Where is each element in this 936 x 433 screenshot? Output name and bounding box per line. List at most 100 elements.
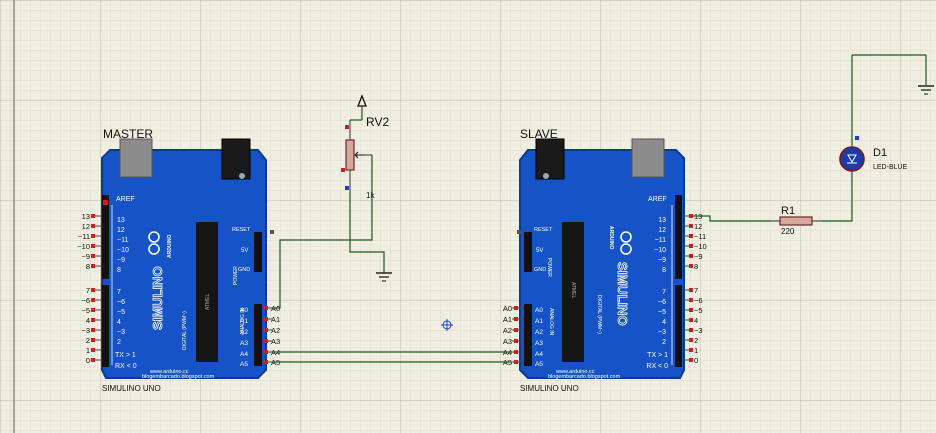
master-pin-12: 12 12	[82, 222, 125, 234]
pin-board-label: ~5	[117, 309, 125, 316]
pot-pin-top	[345, 125, 349, 129]
pin-label: A0	[503, 304, 512, 313]
master-pin-1: 1TX > 1	[86, 346, 136, 359]
resistor-r1[interactable]: R1 220	[770, 205, 822, 236]
pin-board-label: 12	[117, 227, 125, 234]
slave-power-label: POWER	[546, 258, 552, 277]
slave-url1: www.arduino.cc	[555, 369, 595, 375]
pin-label: A2	[271, 326, 280, 335]
pin-label: ~11	[694, 232, 706, 241]
slave-chip-marking: ATMEL	[570, 282, 576, 299]
pin-board-label: A2	[535, 329, 543, 336]
master-brand: SIMULINO	[150, 266, 165, 330]
slave-pcb	[519, 149, 685, 379]
pin-board-label: A0	[240, 307, 248, 314]
pot-name: RV2	[366, 115, 389, 129]
slave-power-jack	[535, 138, 565, 180]
slave-pin-3: ~3~3	[658, 326, 703, 336]
slave-board[interactable]: SLAVE AREF ARDUINO SIMULINO DIGITAL (PWM…	[503, 127, 707, 393]
master-title: MASTER	[103, 127, 153, 141]
pot-pin-blue	[345, 186, 349, 190]
pin-board-label: A3	[240, 340, 248, 347]
master-chip-marking: ATMEL	[205, 293, 211, 310]
pin-board-label: TX > 1	[647, 352, 668, 359]
pot-value: 1k	[366, 191, 375, 200]
pin-board-label: A4	[240, 351, 248, 358]
slave-5v-label: 5V	[536, 248, 543, 254]
pin-board-label: ~9	[117, 257, 125, 264]
pin-board-label: ~6	[658, 299, 666, 306]
svg-text:1: 1	[694, 346, 698, 355]
master-board[interactable]: MASTER AREF ARDUINO SIMULINO DIGITAL (PW…	[77, 127, 280, 393]
master-arduino-logo: ARDUINO	[148, 231, 173, 258]
slave-arduino-logo: ARDUINO	[608, 226, 632, 255]
potentiometer-rv2[interactable]: RV2 1k	[341, 94, 389, 200]
pin-label: 4	[86, 316, 90, 325]
pin-label: 2	[86, 336, 90, 345]
slave-reset-pin	[517, 230, 521, 234]
pin-label: A3	[503, 337, 512, 346]
pin-label: 12	[82, 222, 90, 231]
pin-board-label: ~9	[658, 257, 666, 264]
pin-board-label: 13	[658, 217, 666, 224]
pin-board-label: RX < 0	[115, 363, 137, 370]
pin-label: ~10	[694, 242, 707, 251]
master-mount-hole	[239, 173, 245, 179]
pot-pin-red	[341, 168, 345, 172]
master-reset-label: RESET	[232, 227, 251, 233]
pin-board-label: 4	[662, 319, 666, 326]
pin-label: A2	[503, 326, 512, 335]
led-body	[839, 146, 865, 172]
pin-board-label: 7	[662, 289, 666, 296]
master-pin-6: ~6~6	[81, 296, 125, 306]
pin-board-label: 8	[117, 267, 121, 274]
pin-board-label: 2	[117, 339, 121, 346]
master-pin-3: ~3~3	[81, 326, 125, 336]
pin-board-label: 4	[117, 319, 121, 326]
master-atmega-chip	[196, 222, 218, 362]
slave-pin-a0: A0 A0	[503, 304, 544, 314]
pin-board-label: A3	[535, 340, 543, 347]
master-arduino-text: ARDUINO	[167, 235, 173, 258]
slave-pin-6: ~6~6	[658, 296, 703, 306]
pin-board-label: A1	[240, 318, 248, 325]
slave-pin-1: 1 TX > 1	[647, 346, 698, 359]
slave-pin-10: ~10~10	[654, 242, 707, 254]
r1-body	[779, 216, 813, 226]
master-pin-0: 0RX < 0	[86, 356, 137, 370]
pin-label: ~9	[81, 252, 90, 261]
slave-analog-header	[524, 304, 532, 366]
pin-label: 7	[86, 286, 90, 295]
pin-board-label: ~3	[117, 329, 125, 336]
master-aref-label: AREF	[116, 196, 135, 203]
pin-board-label: A5	[240, 361, 248, 368]
wire-d13-to-r1	[693, 215, 770, 222]
pin-label: 7	[694, 286, 698, 295]
slave-analog-label: ANALOG IN	[548, 308, 554, 336]
pin-label: ~10	[77, 242, 90, 251]
slave-pin-4: 44	[662, 316, 698, 326]
pin-board-label: A5	[535, 361, 543, 368]
pin-label: A3	[271, 337, 280, 346]
slave-pin-9: ~9~9	[658, 252, 703, 264]
slave-brand: SIMULINO	[615, 262, 630, 326]
pin-board-label: RX < 0	[646, 363, 668, 370]
slave-pin-0: 0RX < 0	[646, 356, 698, 370]
master-digital-label: DIGITAL (PWM~)	[182, 311, 188, 350]
pin-board-label: ~11	[655, 237, 666, 244]
master-pin-a3: A3 A3	[240, 337, 280, 347]
pin-board-label: A0	[535, 307, 543, 314]
pin-label: ~3	[694, 326, 703, 335]
slave-power-header	[524, 232, 532, 272]
slave-mount-hole	[543, 173, 549, 179]
pin-label: ~5	[81, 306, 90, 315]
slave-atmega-chip	[562, 222, 584, 362]
pin-board-label: 8	[662, 267, 666, 274]
slave-pin-5: ~5~5	[658, 306, 703, 316]
